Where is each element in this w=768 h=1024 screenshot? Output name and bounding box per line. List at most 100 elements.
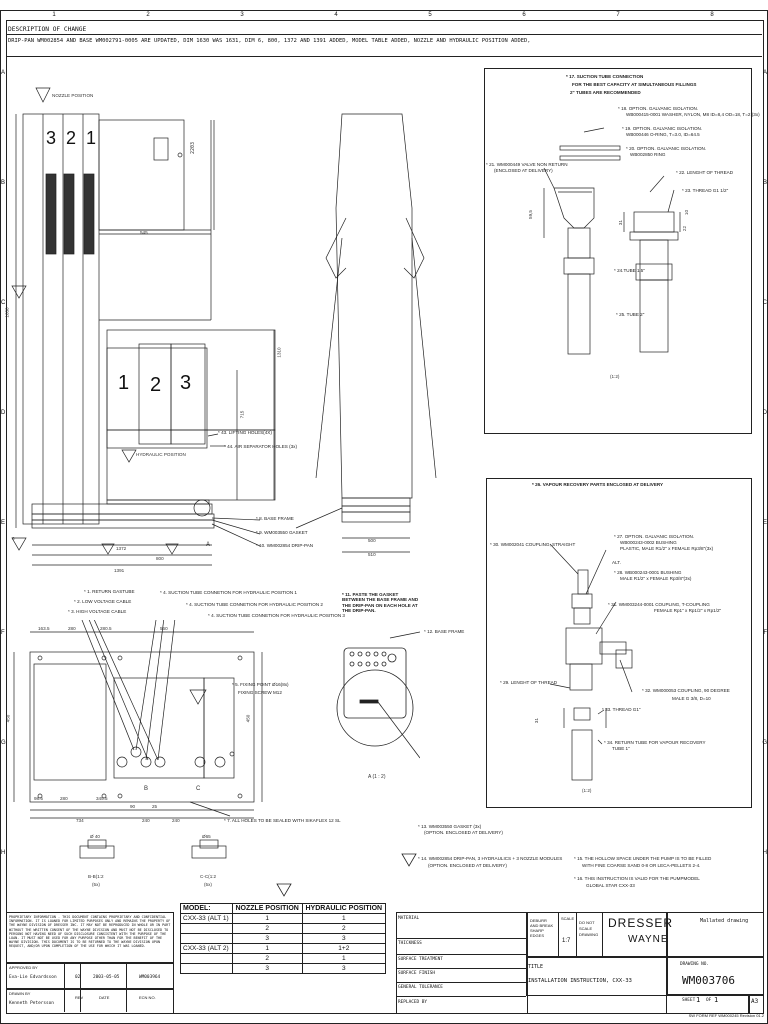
vapour-scale: (1:2) [582,788,592,793]
surface-finish-label: SURFACE FINISH [398,971,436,976]
dim-280a: 280 [68,626,76,631]
nozzle-position-header: NOZZLE POSITION [231,903,303,914]
hydraulic-cell: 3 [301,963,387,974]
zone-col-2: 2 [146,12,150,18]
nozzle-cell: 2 [231,923,303,934]
dim-345-5: 345.5 [96,796,108,801]
hydraulic-number-2: 2 [150,374,162,396]
revision-number: 02 [75,975,81,980]
vapour-item-31-detail: FEMALE Rp1" x Rp1/2" x Rp1/2" [654,608,722,613]
nozzle-cell: 1 [231,913,303,924]
mated-box [666,912,764,958]
zone-row-d-right: D [762,410,767,416]
nozzle-number-2: 2 [66,128,77,148]
vapour-item-29: * 29. LENGHT OF THREAD [500,680,558,685]
zone-row-a: A [1,70,6,76]
model-table-marker-icon [276,883,292,897]
note-15-line-2: WITH FINE COARSE SAND 0-8 OR LECA-PELLET… [582,863,701,868]
zone-row-c-right: C [762,300,767,306]
general-tolerance-label: GENERAL TOLERANCE [398,985,443,990]
material-label: MATERIAL [398,916,420,921]
callout-high-voltage: * 3. HIGH VOLTAGE CABLE [68,609,127,614]
suction-item-20-detail: WB002850 RING [630,152,666,157]
zone-row-e: E [1,520,6,526]
sheet-size: A3 [751,998,759,1005]
suction-item-21-detail: (ENCLOSED AT DELIVERY) [494,168,553,173]
dim-6: 6 [12,536,15,541]
size-box [748,994,764,1014]
zone-row-f: F [1,630,5,636]
title-label: TITLE [528,964,544,970]
model-cell: CXX-33 (ALT 1) [180,913,233,924]
revision-date: 2003-05-05 [93,975,120,980]
sheet-label: SHEET [682,998,696,1003]
callout-drip-pan-14-option: (OPTION. ENCLOSED AT DELIVERY) [428,863,507,868]
dim-98-5: 98.5 [34,796,43,801]
drawing-number: WM003706 [682,974,735,987]
nozzle-position-label: NOZZLE POSITION [52,93,94,98]
zone-col-3: 3 [240,12,244,18]
hydraulic-number-3: 3 [180,372,192,394]
vapour-item-33: * 33. THREAD G1" [602,707,641,712]
dim-450b: 450 [245,714,251,723]
vapour-recovery-drawing [549,543,633,781]
dim-734: 734 [76,818,84,823]
zone-row-d: D [1,410,6,416]
rev-label: REV [75,995,83,1000]
do-not-scale-note: DO NOT SCALE DRAWING [579,920,599,937]
scale-value: 1:7 [562,938,571,944]
suction-tube-drawing [543,127,681,355]
hydraulic-number-1: 1 [118,372,130,394]
vapour-item-27-detail: PLASTIC, MALE R1/2" x FEMALE Rp3/8"(3x) [620,546,714,551]
gasket-paste-note: * 11. PASTE THE GASKET BETWEEN THE BASE … [342,592,419,614]
note-marker-icon [401,853,417,867]
model-cell: CXX-33 (ALT 2) [180,943,233,954]
dim-800: 800 [156,556,164,561]
suction-item-24: * 24.TUBE 1.5" [614,268,645,273]
dim-163-5: 163.5 [38,626,50,631]
zone-row-b: B [1,180,6,186]
vapour-item-28: * 28. WB000243-0001 BUSHING [614,570,682,575]
hydraulic-cell: 1+2 [301,943,387,954]
model-header: MODEL: [180,903,233,914]
callout-drip-pan-14: * 14. WM002854 DRIP-PAN, 3 HYDRAULICS + … [418,856,563,861]
hydraulic-cell: 1 [301,913,387,924]
detail-a-label: A (1 : 2) [368,774,386,780]
section-c-scale: (5x) [204,882,212,887]
title-box [526,956,668,996]
zone-col-5: 5 [428,12,432,18]
model-cell [180,933,233,944]
vapour-item-32-detail: MALE G 3/8, D=10 [672,696,711,701]
dim-90: 90 [130,804,136,809]
nozzle-marker-icon [35,87,51,103]
hydraulic-cell: 2 [301,923,387,934]
model-table: MODEL: NOZZLE POSITION HYDRAULIC POSITIO… [180,903,387,974]
zone-col-8: 8 [710,12,714,18]
model-cell [180,963,233,974]
suction-title-1: * 17. SUCTION TUBE CONNECTION [566,74,644,79]
hydraulic-marker-icon [121,449,137,463]
callout-low-voltage: * 2. LOW VOLTAGE CABLE [74,599,132,604]
suction-item-22: * 22. LENGHT OF THREAD [676,170,734,175]
suction-dim-59-5: 59,5 [527,210,533,219]
ecn-label: ECN NO. [139,995,156,1000]
deburr-note: DEBURR AND BREAK SHARP EDGES [530,918,554,938]
revision-text: DRIP-PAN WM002854 AND BASE WM002791-0005… [8,38,531,44]
surface-treatment-label: SURFACE TREATMENT [398,957,443,962]
callout-fixing-screw: FIXING SCREW M12 [238,690,282,695]
proprietary-box: PROPRIETARY INFORMATION - THIS DOCUMENT … [6,912,174,964]
zone-row-g: G [1,740,6,746]
suction-item-25: * 25. TUBE 2" [616,312,645,317]
drawn-by-label: DRAWN BY [9,991,31,996]
revision-header: DESCRIPTION OF CHANGE [8,26,87,33]
model-cell [180,953,233,964]
revision-ecn: WM003964 [139,975,161,980]
callout-fixing-point: * 5. FIXING POINT Ø16(8x) [232,682,289,687]
zone-row-a-right: A [762,70,767,76]
zone-row-f-right: F [763,630,767,636]
dim-240b: 240 [172,818,180,823]
